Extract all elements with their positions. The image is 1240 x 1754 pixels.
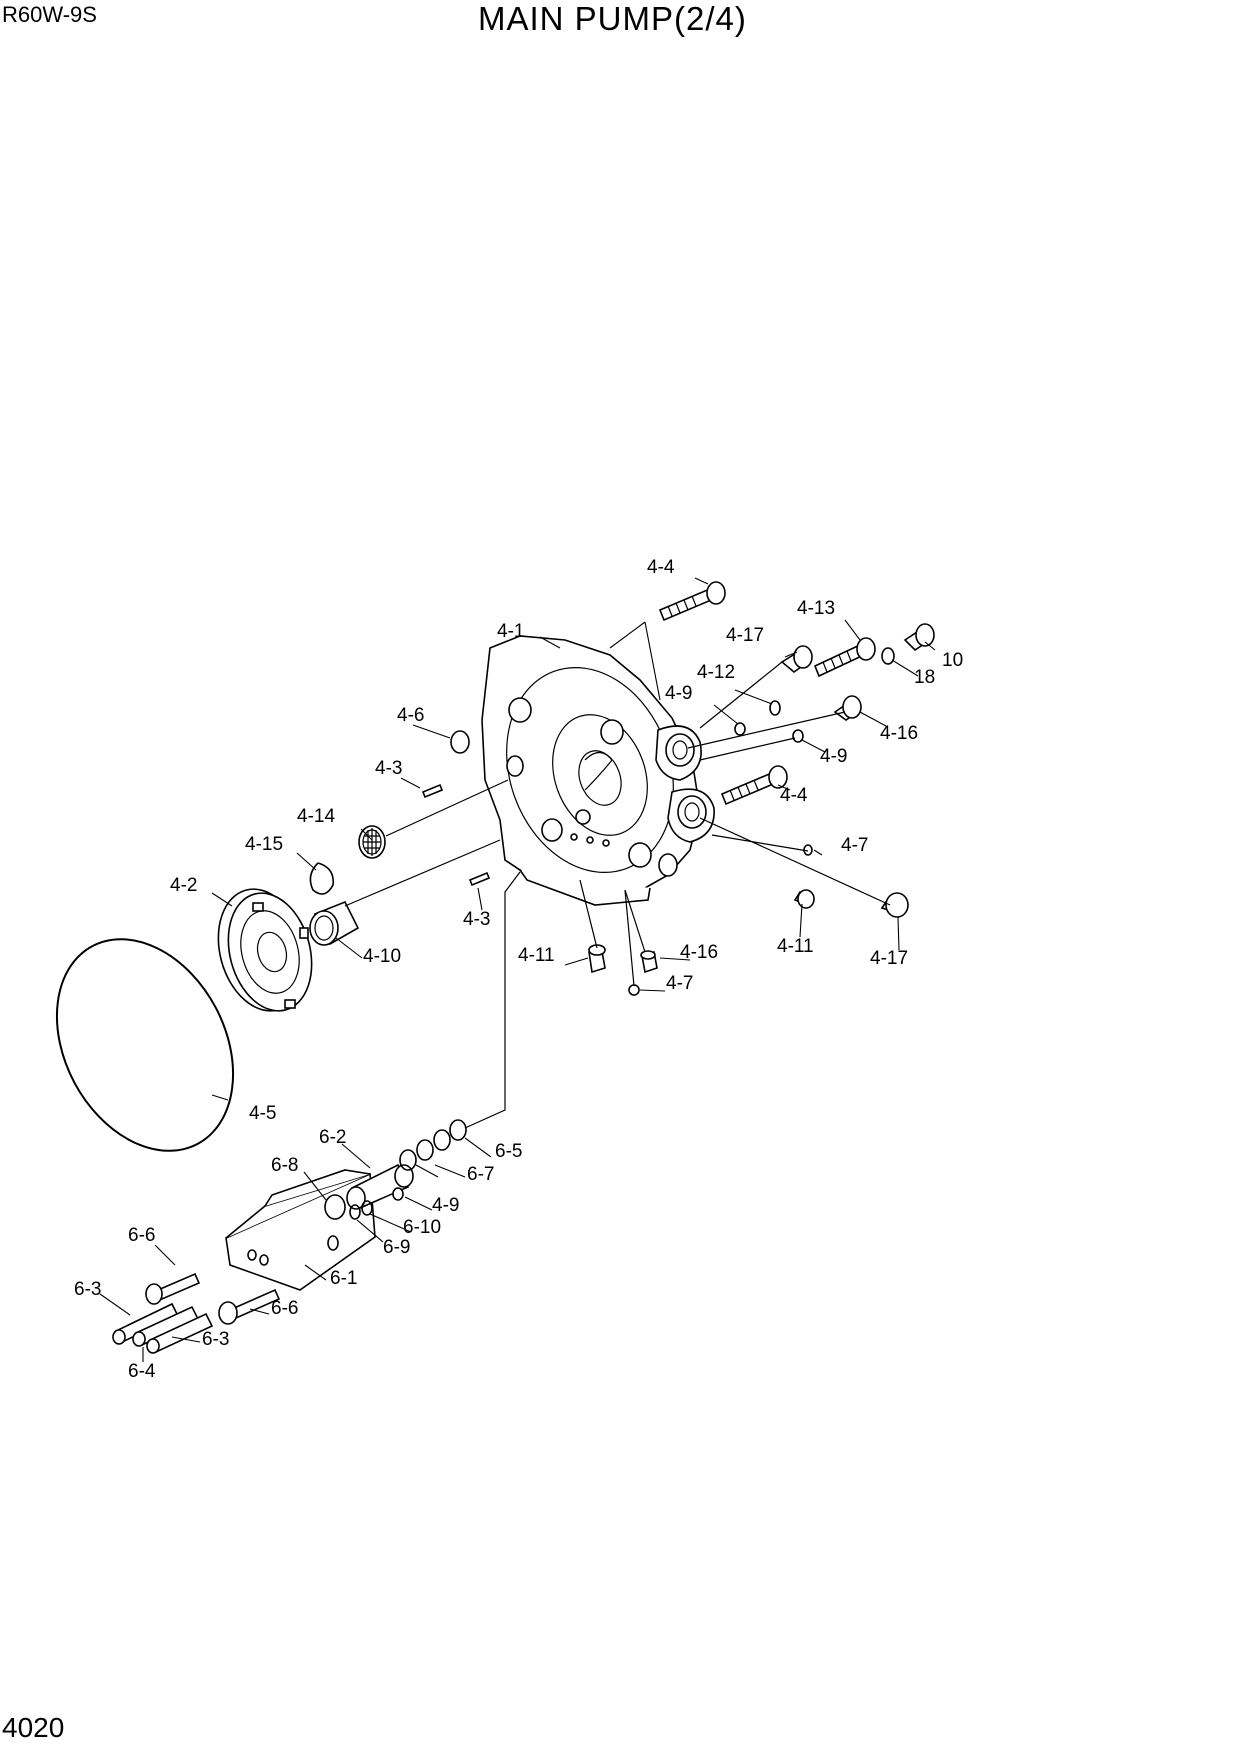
callout-4-5: 4-5	[249, 1103, 276, 1124]
plug-4-17-lower	[880, 892, 909, 918]
snap-ring-4-15	[309, 862, 335, 895]
callout-6-8: 6-8	[271, 1155, 298, 1176]
o-ring-6-7-b	[416, 1139, 434, 1161]
callout-6-10: 6-10	[403, 1217, 441, 1238]
callout-6-6: 6-6	[128, 1225, 155, 1246]
page-title: MAIN PUMP(2/4)	[478, 0, 747, 37]
pump-housing-4-1	[481, 635, 715, 906]
callout-6-6: 6-6	[271, 1298, 298, 1319]
bushing-4-10	[309, 900, 360, 946]
callout-4-16: 4-16	[880, 723, 918, 744]
bolt-4-13	[813, 637, 876, 678]
pins-6-3-6-4	[112, 1302, 214, 1354]
callout-6-4: 6-4	[128, 1361, 156, 1382]
callout-18: 18	[914, 667, 935, 688]
callout-4-9: 4-9	[820, 746, 847, 767]
callout-4-17: 4-17	[870, 948, 908, 969]
plug-4-9-a	[734, 722, 746, 736]
o-ring-4-6	[450, 730, 470, 754]
plug-6-2	[346, 1163, 414, 1210]
callout-6-3: 6-3	[202, 1329, 229, 1350]
callout-6-7: 6-7	[467, 1164, 494, 1185]
model-name: R60W-9S	[2, 2, 97, 27]
plug-4-16-bottom	[640, 950, 658, 974]
callout-6-9: 6-9	[383, 1237, 410, 1258]
callout-6-5: 6-5	[495, 1141, 522, 1162]
callout-10: 10	[942, 650, 963, 671]
bolt-6-6-upper	[145, 1272, 201, 1305]
callout-4-2: 4-2	[170, 875, 197, 896]
pin-4-3-b	[468, 871, 491, 887]
bolt-4-4-upper	[658, 581, 726, 622]
callout-4-3: 4-3	[375, 758, 402, 779]
bolt-6-6-lower	[218, 1288, 281, 1325]
o-ring-6-9	[349, 1204, 361, 1220]
page-number: 4020	[2, 1712, 65, 1743]
callout-4-6: 4-6	[397, 705, 424, 726]
callout-4-7: 4-7	[841, 835, 868, 856]
plug-4-17-upper	[780, 645, 813, 674]
plug-4-11-right	[793, 889, 815, 909]
bolt-4-4-lower	[720, 765, 788, 806]
callout-4-4: 4-4	[780, 785, 808, 806]
o-ring-4-5	[55, 938, 235, 1152]
callout-4-11: 4-11	[518, 945, 555, 966]
plug-4-11-bottom	[588, 944, 606, 974]
callout-4-14: 4-14	[297, 806, 335, 827]
o-ring-4-12	[769, 700, 781, 716]
o-ring-6-8	[324, 1194, 346, 1220]
callout-4-10: 4-10	[363, 946, 401, 967]
callout-4-13: 4-13	[797, 598, 835, 619]
callout-4-7: 4-7	[666, 973, 693, 994]
callout-6-3: 6-3	[74, 1279, 101, 1300]
plug-10	[903, 623, 935, 652]
leader-lines	[99, 577, 936, 1362]
callout-4-9: 4-9	[665, 683, 692, 704]
callout-4-15: 4-15	[245, 834, 283, 855]
callout-4-4: 4-4	[647, 557, 675, 578]
callout-6-2: 6-2	[319, 1127, 346, 1148]
o-ring-6-10	[361, 1200, 373, 1216]
callout-4-17: 4-17	[726, 625, 764, 646]
plug-4-16-upper	[833, 695, 862, 721]
pin-4-3-a	[421, 783, 444, 799]
plug-4-9-lower	[392, 1187, 404, 1201]
callout-4-9: 4-9	[432, 1195, 459, 1216]
callout-4-1: 4-1	[497, 621, 524, 642]
plug-4-7-bottom	[628, 984, 640, 996]
o-ring-6-5	[449, 1119, 467, 1141]
valve-plate-4-2	[217, 888, 313, 1012]
o-ring-6-7-c	[399, 1149, 417, 1171]
plug-4-9-b	[792, 729, 804, 743]
block-6-1	[225, 1169, 376, 1291]
callout-4-16: 4-16	[680, 942, 718, 963]
callout-6-1: 6-1	[330, 1268, 357, 1289]
o-ring-18	[881, 647, 895, 665]
o-ring-6-7-a	[433, 1129, 451, 1151]
callout-4-3: 4-3	[463, 909, 490, 930]
callout-4-12: 4-12	[697, 662, 735, 683]
callout-4-11: 4-11	[777, 936, 814, 957]
